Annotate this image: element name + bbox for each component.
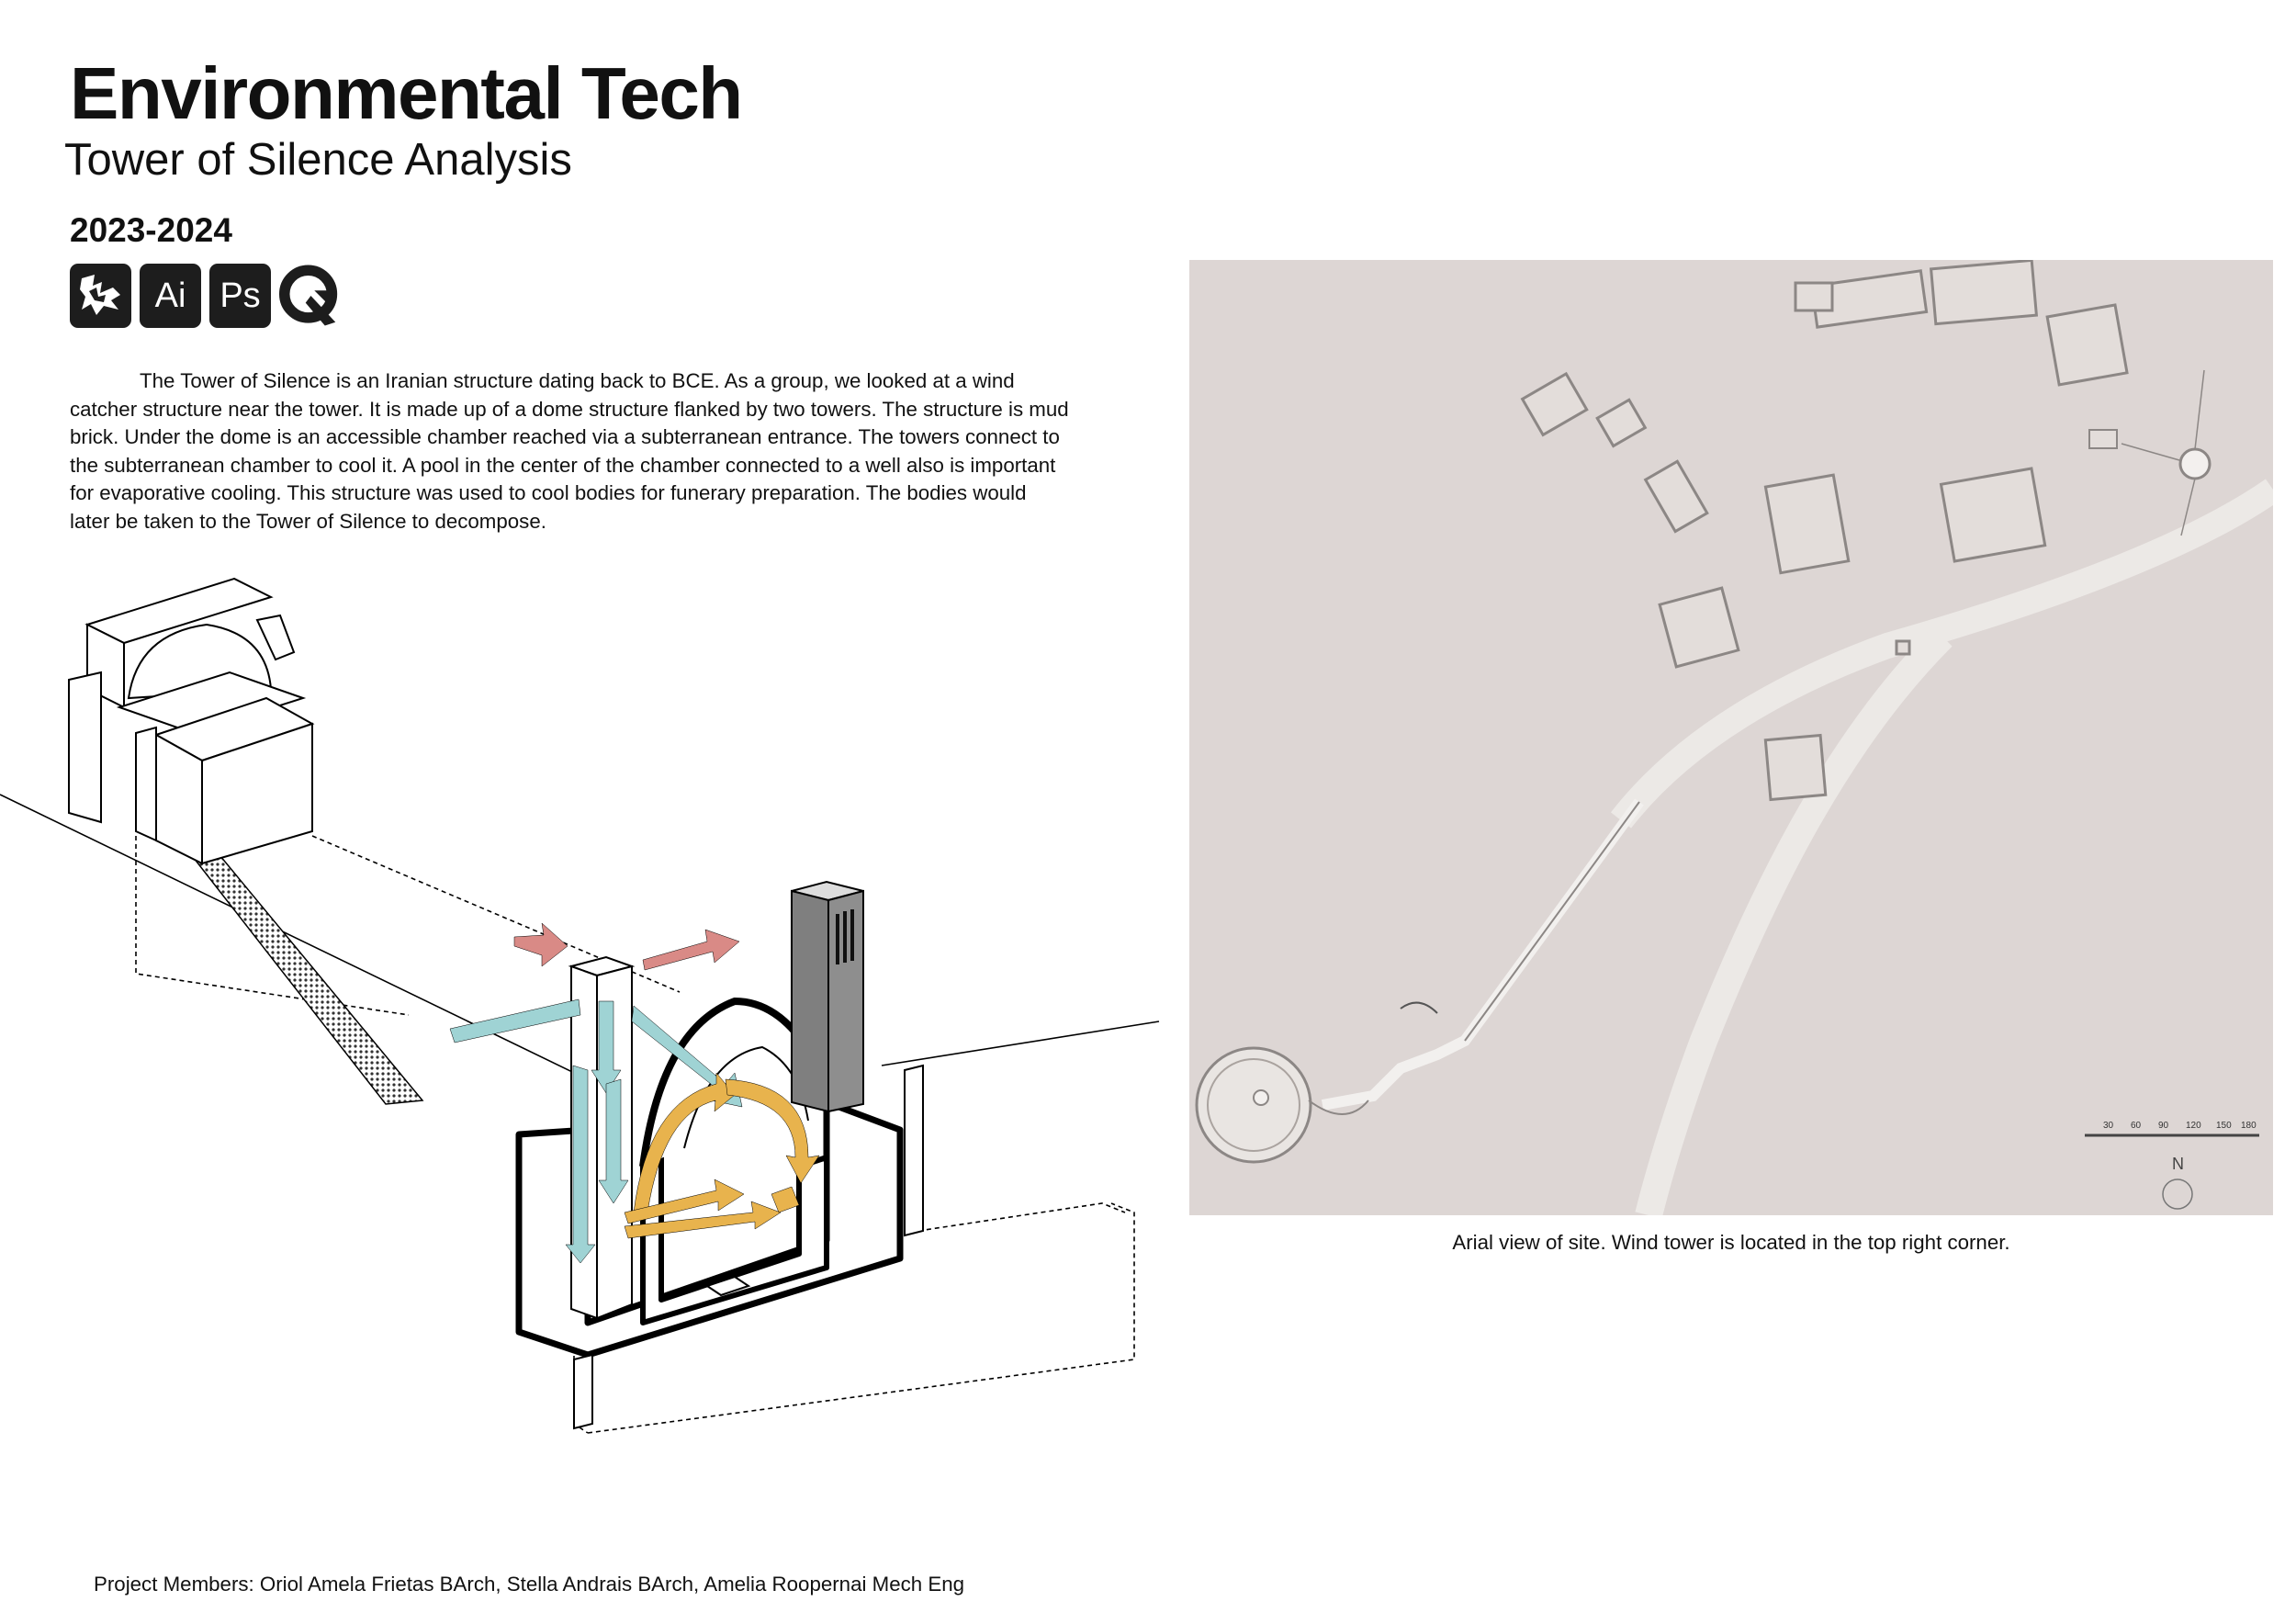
compass-icon bbox=[2162, 1179, 2193, 1210]
scale-label: 180 bbox=[2241, 1121, 2257, 1131]
rhino-icon bbox=[70, 264, 131, 328]
qgis-icon bbox=[279, 264, 341, 328]
scale-label: 30 bbox=[2103, 1121, 2114, 1131]
site-aerial-map: 30 60 90 120 150 180 N bbox=[1189, 260, 2273, 1215]
airflow-arrows bbox=[449, 922, 820, 1264]
scale-label: 120 bbox=[2186, 1121, 2201, 1131]
map-scale-bar: 30 60 90 120 150 180 N bbox=[2085, 1121, 2259, 1210]
domed-structure-drawing bbox=[68, 577, 315, 865]
page-subtitle: Tower of Silence Analysis bbox=[64, 135, 572, 185]
map-caption: Arial view of site. Wind tower is locate… bbox=[1452, 1231, 2010, 1254]
wind-catcher-axonometric-diagram bbox=[0, 577, 1160, 1434]
intro-paragraph: The Tower of Silence is an Iranian struc… bbox=[70, 367, 1071, 536]
wind-tower-marker bbox=[2088, 369, 2212, 536]
dry-riverbed-south bbox=[1635, 626, 1953, 1215]
scale-label: 150 bbox=[2216, 1121, 2232, 1131]
photoshop-icon: Ps bbox=[209, 264, 271, 328]
scale-label: 60 bbox=[2131, 1121, 2142, 1131]
north-arrow-label: N bbox=[2172, 1155, 2184, 1173]
year-label: 2023-2024 bbox=[70, 211, 232, 249]
software-icons: Ai Ps bbox=[70, 264, 341, 332]
map-ground bbox=[1189, 260, 2273, 1215]
illustrator-icon: Ai bbox=[140, 264, 201, 328]
entrance-ramp bbox=[182, 844, 424, 1105]
project-members: Project Members: Oriol Amela Frietas BAr… bbox=[94, 1573, 965, 1596]
scale-label: 90 bbox=[2158, 1121, 2169, 1131]
tower-of-silence bbox=[1195, 1001, 1438, 1164]
page-title: Environmental Tech bbox=[70, 52, 743, 134]
site-buildings bbox=[1520, 260, 2129, 802]
intro-text: The Tower of Silence is an Iranian struc… bbox=[70, 369, 1069, 533]
